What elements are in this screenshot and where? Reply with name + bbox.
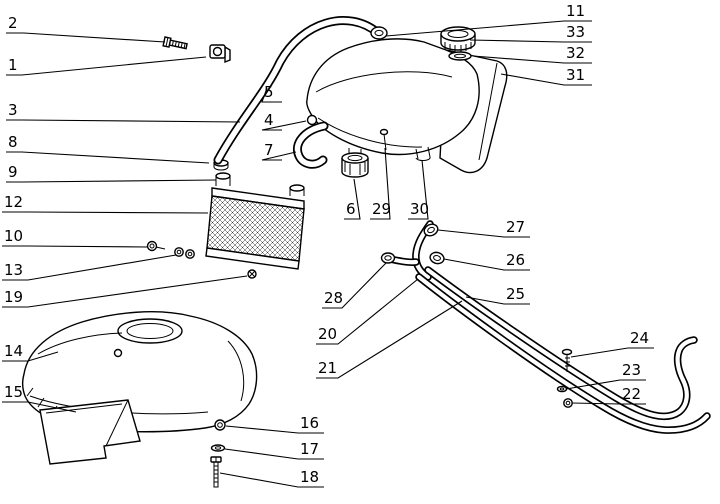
leader-line-24 [570, 347, 654, 358]
radiator-neck-9 [215, 172, 231, 186]
leader-line-26 [443, 258, 530, 271]
grommet-22 [563, 398, 573, 408]
leader-line-17 [224, 448, 324, 460]
part-label-23: 23 [622, 361, 641, 379]
part-label-28: 28 [324, 289, 343, 307]
leader-line-20 [316, 278, 419, 345]
radiator-bottom-tank [205, 247, 300, 270]
nut-16 [214, 419, 226, 431]
part-label-25: 25 [506, 285, 525, 303]
part-label-10: 10 [4, 227, 23, 245]
hose-clamp-11 [370, 26, 388, 40]
leader-line-22 [571, 402, 646, 405]
cap-seal-ring-32 [448, 51, 472, 61]
leader-line-30 [408, 159, 429, 220]
leader-line-10 [2, 245, 148, 248]
drain-bolt-19 [247, 269, 257, 279]
part-label-24: 24 [630, 329, 649, 347]
part-label-18: 18 [300, 468, 319, 486]
part-label-29: 29 [372, 200, 391, 218]
part-label-13: 13 [4, 261, 23, 279]
leader-line-12 [2, 211, 209, 214]
part-label-26: 26 [506, 251, 525, 269]
leader-line-21 [316, 300, 463, 379]
part-label-30: 30 [410, 200, 429, 218]
coolant-pipes [380, 220, 711, 434]
clip-nut-1 [209, 44, 231, 64]
floor-panel-15 [39, 399, 141, 465]
part-label-11: 11 [566, 2, 585, 20]
leader-line-16 [225, 425, 324, 434]
leader-line-18 [219, 472, 324, 488]
leader-line-9 [6, 179, 217, 183]
leader-line-5 [261, 87, 282, 103]
part-label-22: 22 [622, 385, 641, 403]
washer-23 [556, 385, 568, 393]
part-label-21: 21 [318, 359, 337, 377]
leader-line-33 [469, 39, 592, 43]
tank-cap-33 [440, 26, 476, 52]
leader-line-3 [6, 119, 241, 123]
outlet-stub-30 [415, 146, 431, 162]
washers-13 [174, 247, 195, 259]
tank-cover-14 [21, 311, 258, 433]
part-label-17: 17 [300, 440, 319, 458]
screw-18 [210, 456, 222, 488]
part-label-7: 7 [264, 141, 274, 159]
part-label-14: 14 [4, 342, 23, 360]
part-label-1: 1 [8, 56, 18, 74]
leader-line-1 [6, 56, 207, 76]
clamp-28 [380, 252, 396, 264]
part-label-27: 27 [506, 218, 525, 236]
leader-line-8 [6, 151, 210, 164]
leader-line-15 [2, 401, 77, 413]
part-label-8: 8 [8, 133, 18, 151]
clamp-27 [423, 223, 439, 237]
part-label-33: 33 [566, 23, 585, 41]
elbow-4 [306, 114, 318, 126]
leader-line-25 [465, 296, 530, 305]
radiator [205, 159, 305, 279]
screw-24 [561, 348, 573, 372]
part-label-9: 9 [8, 163, 18, 181]
part-label-3: 3 [8, 101, 18, 119]
leader-line-11 [385, 20, 592, 37]
leader-line-28 [322, 262, 387, 309]
bolt-10 [146, 240, 166, 252]
leader-line-32 [472, 55, 592, 64]
part-label-12: 12 [4, 193, 23, 211]
part-label-6: 6 [346, 200, 356, 218]
hose-7 [293, 121, 329, 169]
part-label-20: 20 [318, 325, 337, 343]
leader-line-23 [565, 379, 646, 390]
leader-line-4 [261, 120, 307, 131]
bolt-29 [379, 128, 389, 151]
part-label-16: 16 [300, 414, 319, 432]
washer-17 [210, 444, 226, 452]
leader-line-2 [6, 32, 166, 43]
leader-line-6 [344, 178, 361, 220]
hose-3-5 [213, 16, 383, 165]
leader-line-19 [2, 275, 248, 308]
part-label-5: 5 [264, 83, 274, 101]
part-label-15: 15 [4, 383, 23, 401]
part-label-4: 4 [264, 111, 274, 129]
leader-line-13 [2, 254, 177, 281]
leader-line-31 [500, 73, 592, 86]
leader-line-27 [437, 229, 530, 238]
leader-line-14 [2, 351, 59, 362]
part-label-32: 32 [566, 44, 585, 62]
part-label-2: 2 [8, 14, 18, 32]
leader-line-29 [370, 147, 391, 220]
radiator-neck-right [289, 184, 305, 196]
part-label-19: 19 [4, 288, 23, 306]
part-label-31: 31 [566, 66, 585, 84]
clamp-26 [429, 251, 445, 265]
screw-2 [162, 36, 188, 50]
filler-cap-6 [341, 152, 369, 178]
leader-line-7 [261, 151, 297, 161]
